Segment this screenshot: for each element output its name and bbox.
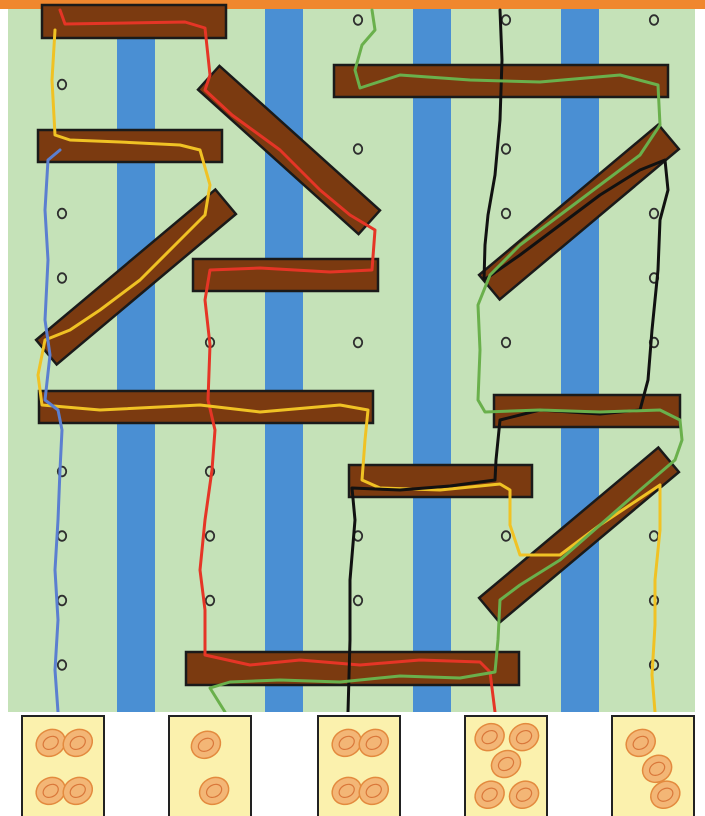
lane-4 <box>561 9 599 712</box>
bin-5 <box>612 716 694 816</box>
bin-4 <box>465 716 547 816</box>
lane-3 <box>413 9 451 712</box>
bin-box <box>22 716 104 816</box>
bin-3 <box>318 716 400 816</box>
bin-1 <box>22 716 104 816</box>
bin-box <box>318 716 400 816</box>
lane-1 <box>117 9 155 712</box>
plank-3[interactable] <box>38 130 222 162</box>
bin-2 <box>169 716 251 816</box>
plank-7[interactable] <box>349 465 532 497</box>
plank-4[interactable] <box>193 259 378 291</box>
